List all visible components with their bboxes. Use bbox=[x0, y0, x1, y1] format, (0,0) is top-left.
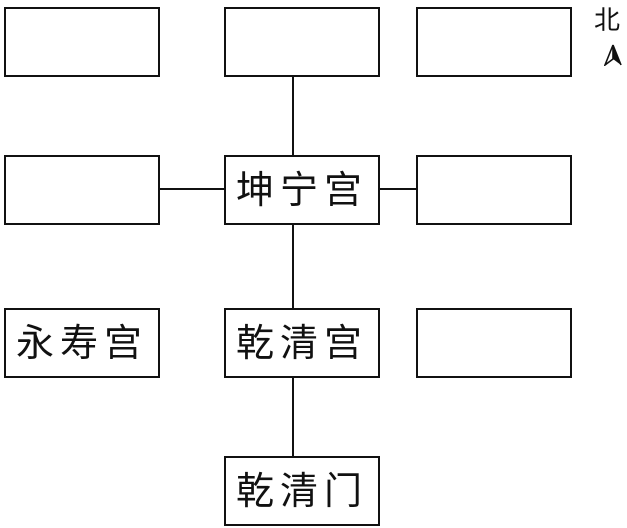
connector-qianqing-palace-to-gate bbox=[292, 378, 294, 458]
box-row1-center bbox=[224, 7, 380, 77]
kunning-palace-label: 坤宁宫 bbox=[235, 168, 368, 212]
qianqing-palace-label: 乾清宫 bbox=[235, 321, 368, 365]
north-label: 北 bbox=[594, 6, 621, 36]
box-row2-right bbox=[416, 155, 572, 225]
connector-kunning-to-qianqing-palace bbox=[292, 225, 294, 310]
north-indicator: 北 bbox=[594, 8, 627, 78]
connector-left-to-kunning bbox=[159, 188, 225, 190]
yongshou-palace-label: 永寿宫 bbox=[15, 321, 148, 365]
qianqing-gate-label: 乾清门 bbox=[235, 469, 368, 513]
connector-kunning-to-right bbox=[380, 188, 418, 190]
box-row1-right bbox=[416, 7, 572, 77]
north-arrow-icon bbox=[604, 44, 622, 66]
box-row2-left bbox=[4, 155, 160, 225]
box-qianqing-palace: 乾清宫 bbox=[224, 308, 380, 378]
box-kunning-palace: 坤宁宫 bbox=[224, 155, 380, 225]
box-row1-left bbox=[4, 7, 160, 77]
box-qianqing-gate: 乾清门 bbox=[224, 456, 380, 526]
box-yongshou-palace: 永寿宫 bbox=[4, 308, 160, 378]
connector-top-to-kunning bbox=[292, 75, 294, 157]
box-row3-right bbox=[416, 308, 572, 378]
